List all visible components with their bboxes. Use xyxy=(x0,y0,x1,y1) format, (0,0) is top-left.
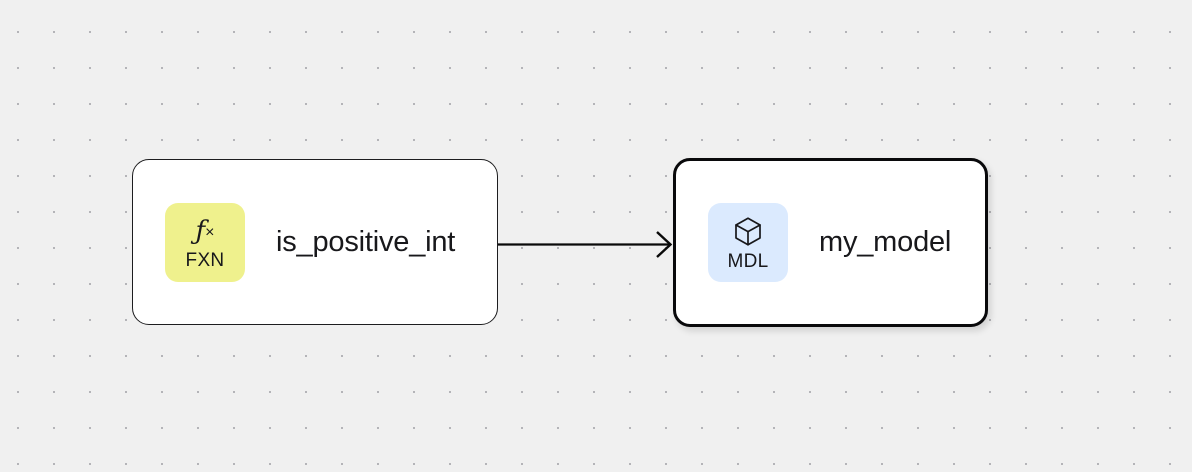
edge-arrowhead-icon xyxy=(656,231,673,258)
function-fx-icon: ƒ× xyxy=(195,216,215,246)
node-title: my_model xyxy=(819,226,952,258)
node-my-model[interactable]: MDL my_model xyxy=(673,158,988,327)
edge-is_positive_int-to-my_model[interactable] xyxy=(498,231,673,258)
fxn-badge: ƒ× FXN xyxy=(165,202,245,282)
mdl-badge-label: MDL xyxy=(727,250,769,272)
cube-icon xyxy=(733,215,763,249)
mdl-badge: MDL xyxy=(708,203,788,282)
node-is-positive-int[interactable]: ƒ× FXN is_positive_int xyxy=(132,159,498,325)
node-title: is_positive_int xyxy=(276,225,456,258)
fxn-badge-label: FXN xyxy=(185,250,225,271)
